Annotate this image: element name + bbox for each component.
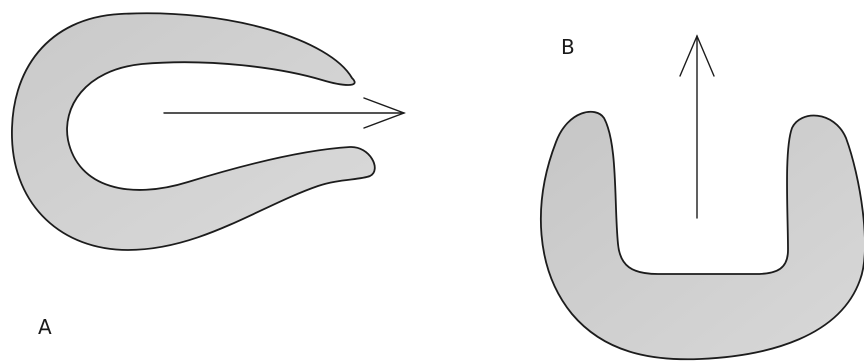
panel-b: B — [541, 35, 864, 359]
panel-a: A — [12, 13, 404, 339]
panel-b-label: B — [561, 35, 575, 59]
panel-a-c-shape — [12, 13, 375, 250]
panel-a-label: A — [38, 315, 52, 339]
panel-b-u-shape — [541, 112, 864, 359]
